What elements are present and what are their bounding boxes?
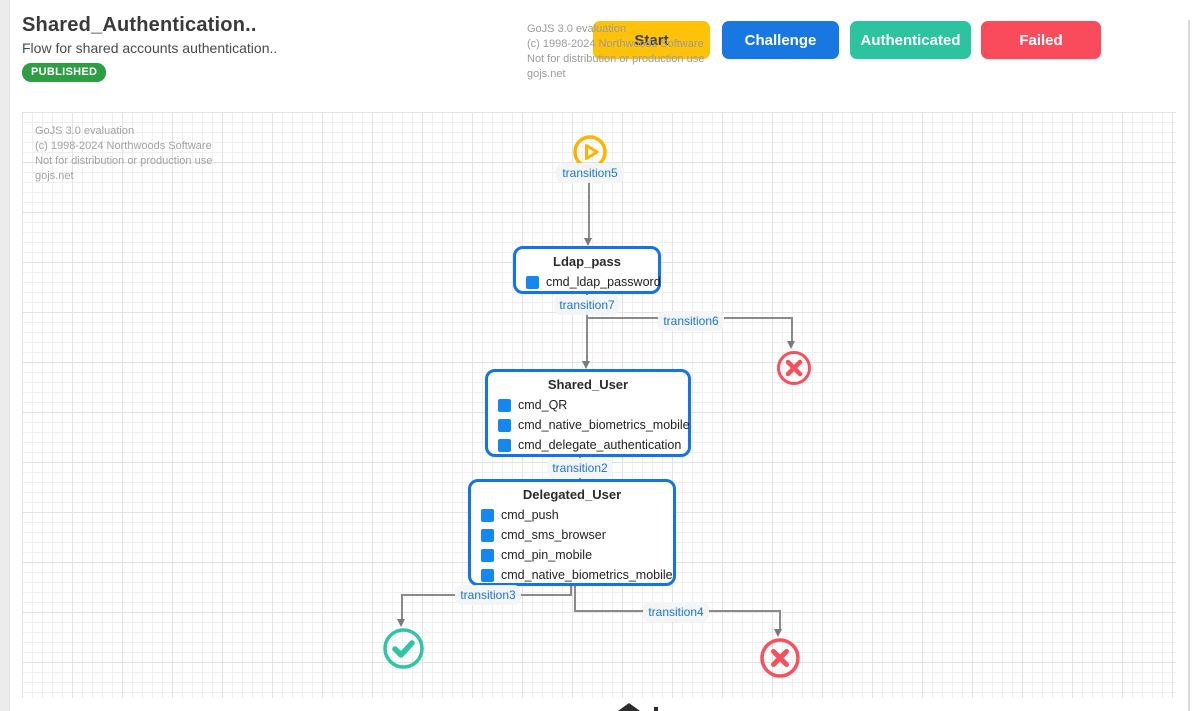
command-item[interactable]: cmd_push [471, 505, 673, 525]
command-label: cmd_native_biometrics_mobile [501, 568, 673, 582]
transition-label-2[interactable]: transition2 [547, 458, 613, 478]
edge-transition7 [586, 294, 588, 362]
command-item[interactable]: cmd_sms_browser [471, 525, 673, 545]
transition-label-5[interactable]: transition5 [556, 163, 624, 183]
transition-label-3[interactable]: transition3 [455, 585, 521, 605]
edge-transition6 [791, 317, 793, 342]
palette-state-start[interactable]: Start [593, 21, 710, 59]
command-label: cmd_native_biometrics_mobile [518, 418, 690, 432]
command-square-icon [481, 528, 494, 542]
arrowhead [397, 619, 405, 627]
page-subtitle: Flow for shared accounts authentication.… [22, 40, 278, 56]
arrowhead [584, 238, 592, 246]
fail-node-icon[interactable] [759, 637, 801, 679]
arrowhead [774, 629, 782, 637]
node-title: Delegated_User [522, 487, 622, 502]
edge-transition3 [401, 594, 403, 621]
cut-off-icon [618, 703, 640, 711]
command-square-icon [498, 418, 511, 432]
command-item[interactable]: cmd_native_biometrics_mobile [471, 565, 673, 585]
status-badge: PUBLISHED [22, 63, 107, 82]
command-label: cmd_push [501, 508, 559, 522]
transition-label-4[interactable]: transition4 [643, 602, 709, 622]
command-square-icon [481, 568, 494, 582]
command-label: cmd_delegate_authentication [518, 438, 682, 452]
node-delegated-user[interactable]: Delegated_User cmd_push cmd_sms_browser … [468, 479, 676, 586]
command-square-icon [481, 508, 494, 522]
command-item[interactable]: cmd_native_biometrics_mobile [488, 415, 690, 435]
command-label: cmd_pin_mobile [501, 548, 593, 562]
palette-state-challenge[interactable]: Challenge [722, 21, 839, 59]
command-square-icon [498, 398, 511, 412]
command-item[interactable]: cmd_delegate_authentication [488, 435, 688, 455]
node-title: Ldap_pass [553, 254, 621, 269]
page-title: Shared_Authentication.. [22, 14, 257, 36]
edge-transition4 [574, 586, 576, 612]
fail-node-icon[interactable] [775, 349, 813, 387]
command-label: cmd_sms_browser [501, 528, 606, 542]
command-item[interactable]: cmd_pin_mobile [471, 545, 673, 565]
arrowhead [582, 361, 590, 369]
transition-label-6[interactable]: transition6 [658, 311, 724, 331]
cut-off-icon [654, 707, 658, 711]
page-left-gutter [0, 0, 10, 711]
command-square-icon [481, 548, 494, 562]
command-item[interactable]: cmd_ldap_password [516, 272, 661, 292]
node-ldap-pass[interactable]: Ldap_pass cmd_ldap_password [513, 246, 661, 294]
arrowhead [787, 341, 795, 349]
edge-transition3 [570, 586, 572, 596]
edge-transition4 [779, 610, 781, 631]
node-title: Shared_User [547, 377, 629, 392]
command-label: cmd_ldap_password [546, 275, 661, 289]
watermark-line: gojs.net [527, 68, 566, 80]
success-node-icon[interactable] [382, 627, 425, 670]
command-square-icon [498, 438, 511, 452]
node-shared-user[interactable]: Shared_User cmd_QR cmd_native_biometrics… [485, 369, 691, 457]
command-square-icon [526, 275, 539, 289]
right-scroll-edge [1188, 20, 1190, 711]
transition-label-7[interactable]: transition7 [554, 295, 620, 315]
palette-state-authenticated[interactable]: Authenticated [850, 21, 971, 59]
cut-off-bottom-control [608, 702, 668, 711]
edge-transition5 [588, 180, 590, 240]
palette-state-failed[interactable]: Failed [981, 21, 1101, 59]
command-item[interactable]: cmd_QR [488, 395, 688, 415]
command-label: cmd_QR [518, 398, 568, 412]
